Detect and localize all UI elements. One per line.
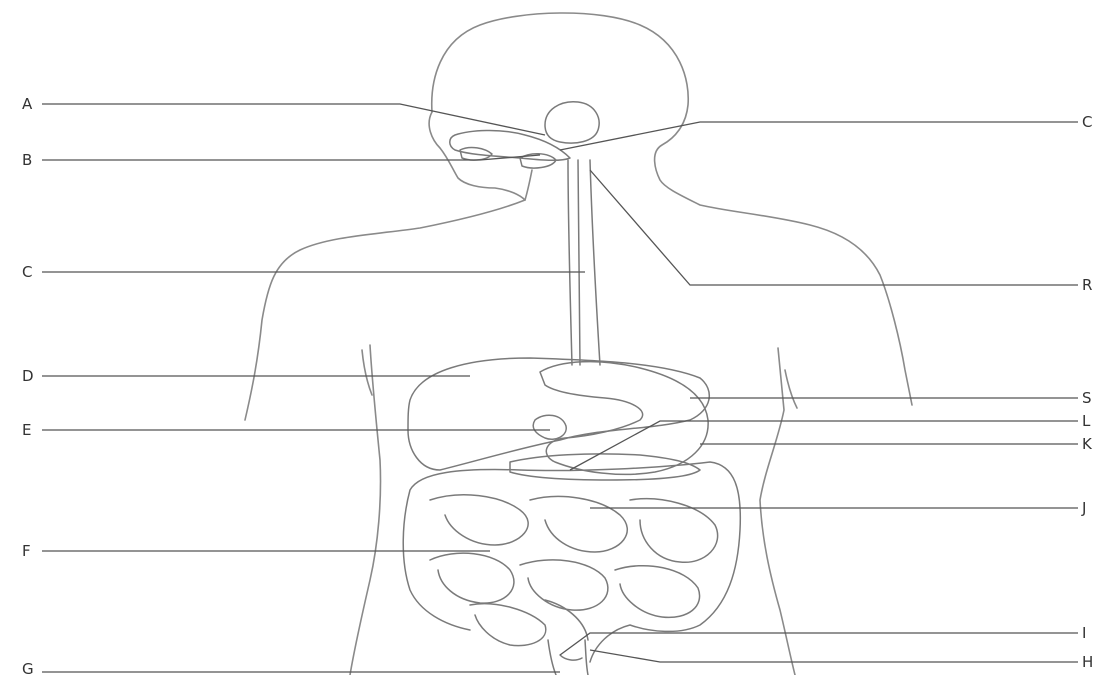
label-s: S [1082, 389, 1092, 407]
tongue-shape [450, 130, 570, 160]
leader-line-r [590, 170, 1078, 285]
head-outline [432, 13, 912, 405]
salivary-gland-upper [545, 102, 599, 143]
label-r: R [1082, 276, 1092, 294]
esophagus-left-wall [568, 160, 572, 365]
label-g: G [22, 660, 34, 675]
label-k: K [1082, 435, 1093, 453]
label-c-left: C [22, 263, 32, 281]
esophagus-right-wall [578, 160, 580, 365]
body-outline [245, 13, 912, 675]
leader-line-i [560, 633, 1078, 655]
leader-line-c-right [560, 122, 1078, 150]
appendix [560, 655, 582, 660]
small-intestine-coil-1 [430, 495, 528, 545]
right-labels: C R S L K J I H [1081, 113, 1093, 671]
label-h: H [1082, 653, 1093, 671]
label-b: B [22, 151, 32, 169]
small-intestine-coil-4 [430, 553, 514, 603]
label-d: D [22, 367, 34, 385]
small-intestine-coil-5 [520, 560, 608, 610]
leader-lines [42, 104, 1078, 672]
leader-line-a [42, 104, 545, 135]
label-a: A [22, 95, 33, 113]
small-intestine-coil-6 [615, 566, 700, 618]
leader-line-l [570, 421, 1078, 470]
neck-left-outline [525, 170, 532, 200]
small-intestine-coil-2 [530, 496, 627, 552]
gallbladder [533, 415, 566, 439]
face-outline [245, 112, 525, 420]
trachea-wall [590, 160, 600, 365]
label-j: J [1081, 499, 1086, 517]
leader-line-h [590, 650, 1078, 662]
small-intestine-coil-8 [545, 600, 588, 640]
torso-right-outline [760, 348, 795, 675]
stomach [540, 362, 708, 475]
label-f: F [22, 542, 31, 560]
arm-right-inner [785, 370, 797, 408]
esophagus [568, 160, 600, 365]
mouth-region [450, 102, 599, 168]
label-e: E [22, 421, 31, 439]
label-i: I [1082, 624, 1086, 642]
torso-left-outline [350, 345, 381, 675]
label-c-right: C [1082, 113, 1092, 131]
small-intestine-coil-7 [470, 604, 546, 646]
small-intestine [430, 495, 718, 646]
label-l: L [1082, 412, 1091, 430]
left-labels: A B C D E F G [22, 95, 34, 675]
